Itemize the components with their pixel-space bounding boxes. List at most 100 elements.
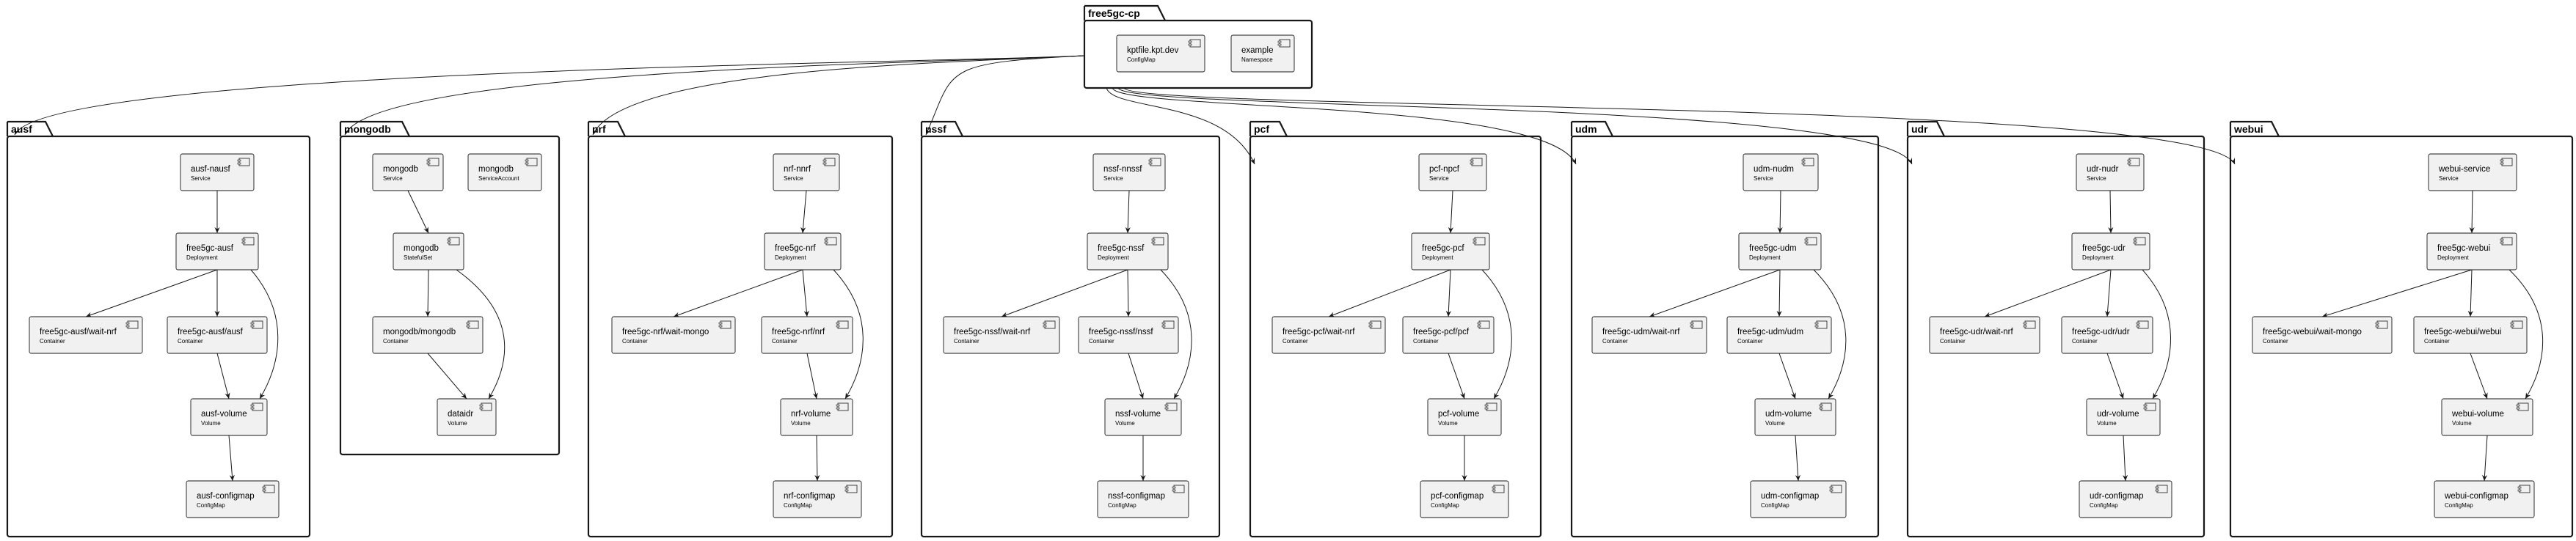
package-tab bbox=[588, 120, 626, 137]
node-box bbox=[1402, 316, 1495, 354]
node-name: nssf-nnssf bbox=[1103, 165, 1142, 174]
pcf-edge-svc-dep bbox=[1448, 190, 1454, 234]
node-name: udr-configmap bbox=[2090, 492, 2144, 501]
node-box bbox=[1097, 480, 1189, 518]
root-link-mongodb bbox=[344, 55, 1085, 136]
root-link-udm bbox=[1112, 87, 1577, 165]
node-kind: ConfigMap bbox=[1761, 502, 1789, 509]
udr-edge-c2-vol bbox=[2106, 353, 2124, 400]
node-kind: Container bbox=[1282, 338, 1308, 345]
node-kind: Container bbox=[40, 338, 65, 345]
package-tab bbox=[1250, 120, 1288, 137]
node-kind: Container bbox=[178, 338, 203, 345]
udm-edge-dep-c1 bbox=[1649, 269, 1781, 317]
udr-edge-dep-vol bbox=[2142, 269, 2171, 400]
component-icon bbox=[836, 402, 849, 411]
node-box bbox=[2428, 153, 2517, 191]
node-name: free5gc-nssf/nssf bbox=[1089, 328, 1153, 336]
package-border bbox=[339, 135, 561, 456]
component-icon bbox=[1473, 237, 1486, 246]
component-icon bbox=[1814, 320, 1828, 329]
nrf-edge-dep-c1 bbox=[673, 269, 803, 317]
component-icon bbox=[718, 320, 731, 329]
root-link-ausf bbox=[14, 55, 1085, 136]
component-icon bbox=[1151, 237, 1164, 246]
component-icon bbox=[2510, 320, 2523, 329]
nrf-edge-svc-dep bbox=[800, 190, 807, 234]
root-link-webui bbox=[1123, 87, 2236, 165]
node-name: free5gc-udm/wait-nrf bbox=[1602, 328, 1680, 336]
udm-edge-svc-dep bbox=[1777, 190, 1783, 234]
udm-edge-dep-vol bbox=[1813, 269, 1847, 400]
node-kind: Deployment bbox=[2437, 254, 2469, 261]
node-name: udm-volume bbox=[1765, 410, 1811, 419]
component-icon bbox=[1172, 485, 1185, 493]
nodes-layer: kptfile.kpt.devConfigMapexampleNamespace… bbox=[29, 34, 2535, 518]
node-kind: ConfigMap bbox=[1431, 502, 1459, 509]
node-box bbox=[780, 398, 853, 436]
ausf-edge-vol-cm bbox=[228, 435, 235, 482]
node-box bbox=[2434, 480, 2535, 518]
node-kind: StatefulSet bbox=[404, 254, 433, 261]
node-name: nrf-volume bbox=[791, 410, 831, 419]
package-frame-ausf: ausf bbox=[6, 120, 311, 538]
node-box bbox=[2252, 316, 2393, 354]
udm-edge-c2-vol bbox=[1778, 353, 1796, 400]
package-frame-nssf: nssf bbox=[920, 120, 1221, 538]
component-icon bbox=[824, 237, 837, 246]
node-name: webui-configmap bbox=[2444, 492, 2509, 501]
node-box bbox=[761, 316, 853, 354]
component-icon bbox=[1477, 320, 1490, 329]
component-icon bbox=[1470, 158, 1483, 166]
component-icon bbox=[1188, 39, 1201, 48]
package-tab bbox=[1908, 120, 1945, 137]
component-icon bbox=[2500, 158, 2513, 166]
node-name: udm-configmap bbox=[1761, 492, 1819, 501]
mongodb-edge-dep-vol bbox=[456, 269, 506, 400]
package-title: mongodb bbox=[344, 123, 391, 135]
package-title: nrf bbox=[592, 123, 606, 135]
node-kind: Container bbox=[1602, 338, 1628, 345]
component-icon bbox=[2516, 402, 2529, 411]
root-link-nssf bbox=[925, 55, 1085, 136]
pcf-edge-dep-c2 bbox=[1445, 269, 1451, 317]
node-name: mongodb bbox=[478, 165, 514, 174]
node-kind: Container bbox=[772, 338, 798, 345]
nrf-edge-dep-vol bbox=[833, 269, 864, 400]
component-icon bbox=[2136, 320, 2149, 329]
root-link-pcf bbox=[1106, 87, 1255, 165]
node-box bbox=[1754, 398, 1836, 436]
node-kind: Volume bbox=[201, 420, 221, 427]
node-kind: Service bbox=[784, 175, 803, 182]
package-title: webui bbox=[2233, 123, 2263, 135]
package-border bbox=[1249, 135, 1542, 538]
node-box bbox=[167, 316, 268, 354]
component-icon bbox=[241, 237, 255, 246]
node-name: ausf-configmap bbox=[197, 492, 255, 501]
pcf-edge-dep-vol bbox=[1481, 269, 1512, 400]
package-border bbox=[920, 135, 1221, 538]
node-name: free5gc-udr/udr bbox=[2072, 328, 2130, 336]
package-frame-pcf: pcf bbox=[1249, 120, 1542, 538]
node-kind: Container bbox=[2072, 338, 2098, 345]
node-name: mongodb/mongodb bbox=[383, 328, 456, 336]
node-kind: ConfigMap bbox=[1108, 502, 1136, 509]
node-box bbox=[467, 153, 542, 191]
